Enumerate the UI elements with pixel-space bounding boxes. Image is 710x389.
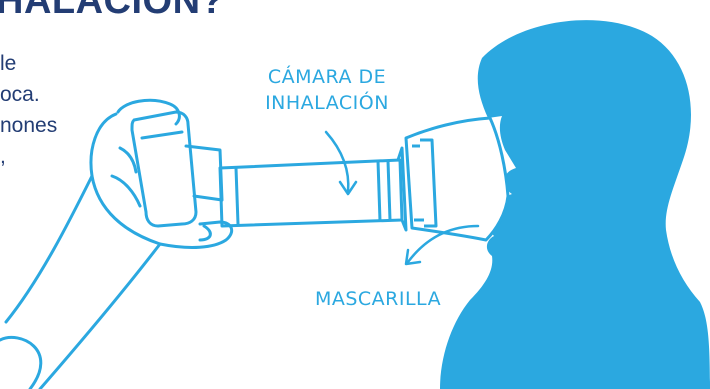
body-paragraph: le oca. nones , (0, 48, 90, 172)
body-line: le (0, 52, 17, 75)
arrow-camara (324, 130, 358, 196)
body-line: nones (0, 114, 58, 137)
label-camara-line1: CÁMARA DE (267, 66, 387, 88)
label-camara-line2: INHALACIÓN (265, 92, 389, 114)
arrow-mascarilla (404, 224, 480, 266)
body-line: oca. (0, 83, 40, 106)
body-line: , (0, 145, 6, 168)
spacer-chamber (218, 146, 408, 232)
label-camara-de-inhalacion: CÁMARA DE INHALACIÓN (252, 64, 402, 116)
page-heading: HALACIÓN? (0, 0, 225, 22)
child-silhouette (440, 20, 710, 389)
face-mask (404, 116, 510, 242)
label-mascarilla: MASCARILLA (314, 288, 442, 310)
hand-with-inhaler (0, 98, 234, 389)
